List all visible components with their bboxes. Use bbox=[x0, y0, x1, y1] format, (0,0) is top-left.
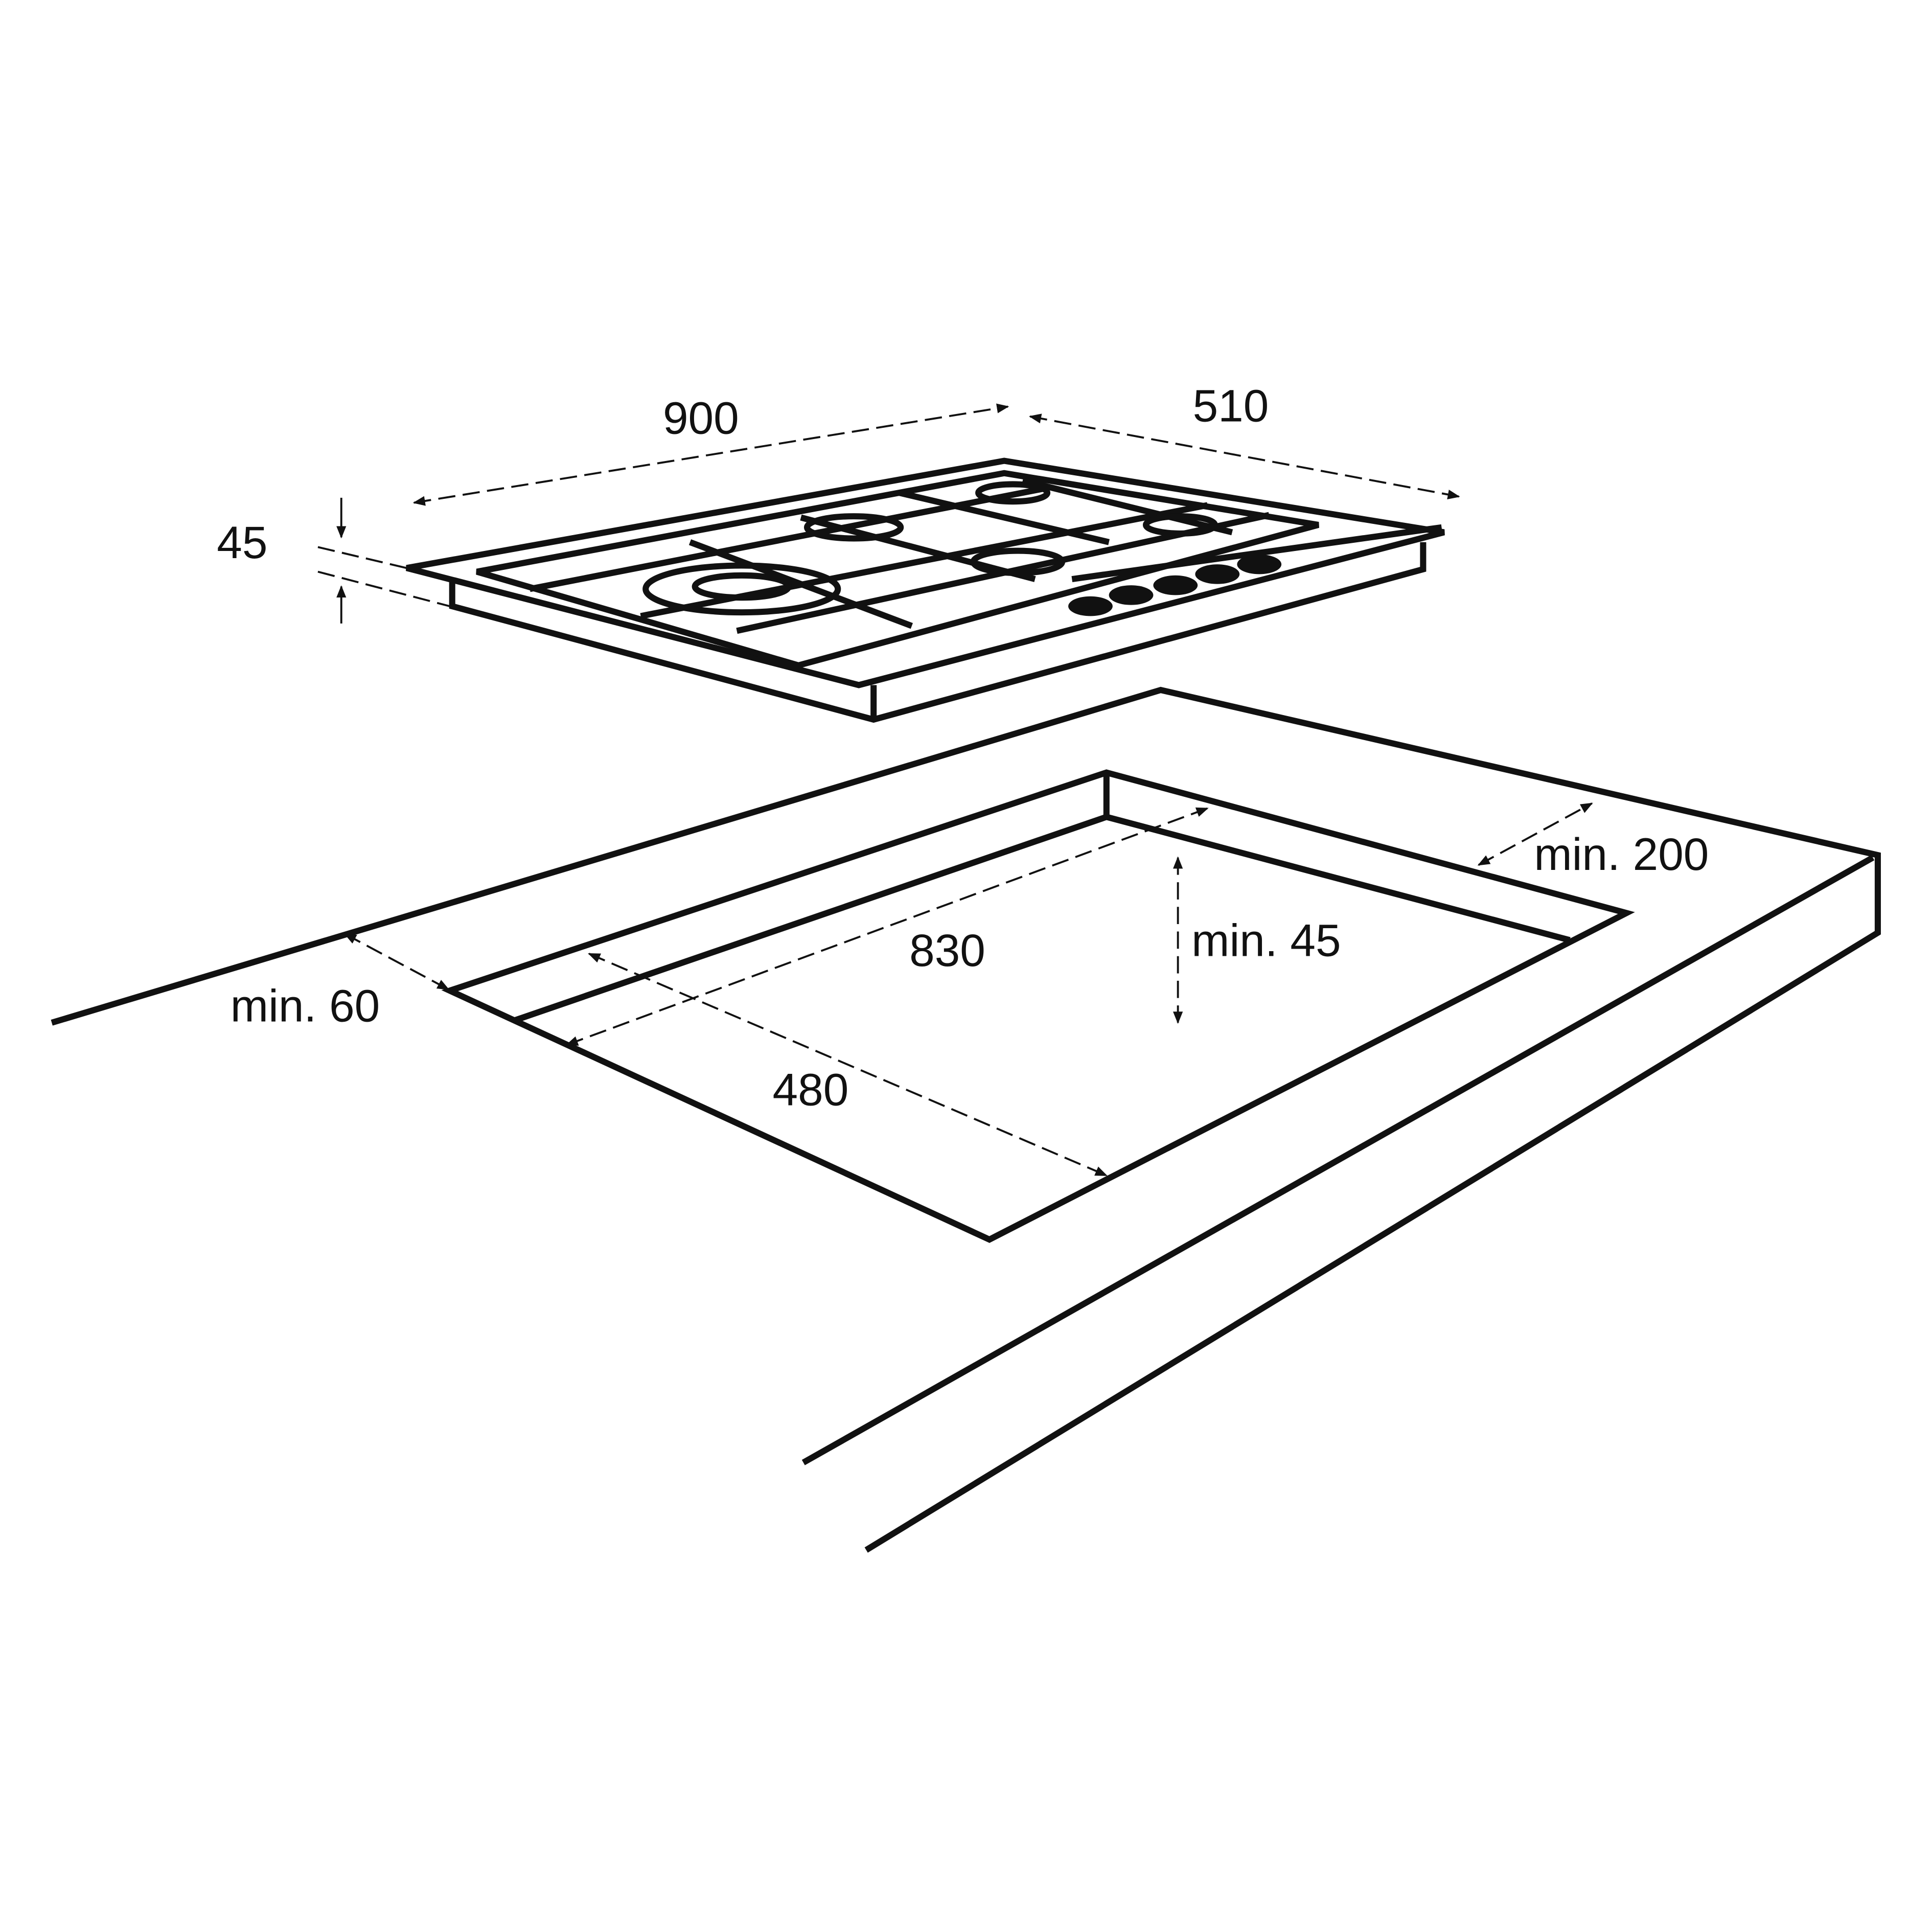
hob-grate-outline bbox=[476, 470, 1320, 669]
front-clearance-dimension bbox=[343, 933, 450, 991]
depth-below-label: min. 45 bbox=[1191, 915, 1341, 966]
back-clearance-label: min. 200 bbox=[1534, 829, 1709, 880]
back-clearance-dimension bbox=[1477, 802, 1593, 866]
width-label: 900 bbox=[663, 393, 739, 444]
countertop bbox=[51, 686, 1881, 1553]
countertop-front-edge bbox=[801, 855, 1875, 1465]
height-label: 45 bbox=[217, 517, 267, 568]
burner bbox=[803, 513, 904, 542]
cutout-depth-dimension bbox=[588, 953, 1108, 1177]
burner bbox=[970, 547, 1066, 577]
cutout-width-label: 830 bbox=[909, 925, 985, 976]
burner bbox=[1142, 513, 1218, 537]
cutout-inner-edge bbox=[514, 772, 1571, 1023]
depth-label: 510 bbox=[1193, 380, 1269, 431]
burner-wok-inner bbox=[692, 572, 792, 601]
countertop-outline bbox=[51, 686, 1881, 1553]
hob-top-surface bbox=[406, 457, 1445, 688]
cutout-depth-label: 480 bbox=[773, 1064, 849, 1115]
control-knobs bbox=[1068, 554, 1282, 616]
gas-hob bbox=[406, 457, 1445, 723]
front-clearance-label: min. 60 bbox=[231, 980, 380, 1031]
height-extension-lines bbox=[317, 546, 450, 607]
burner-wok bbox=[642, 562, 841, 616]
width-dimension-line bbox=[412, 403, 1009, 506]
